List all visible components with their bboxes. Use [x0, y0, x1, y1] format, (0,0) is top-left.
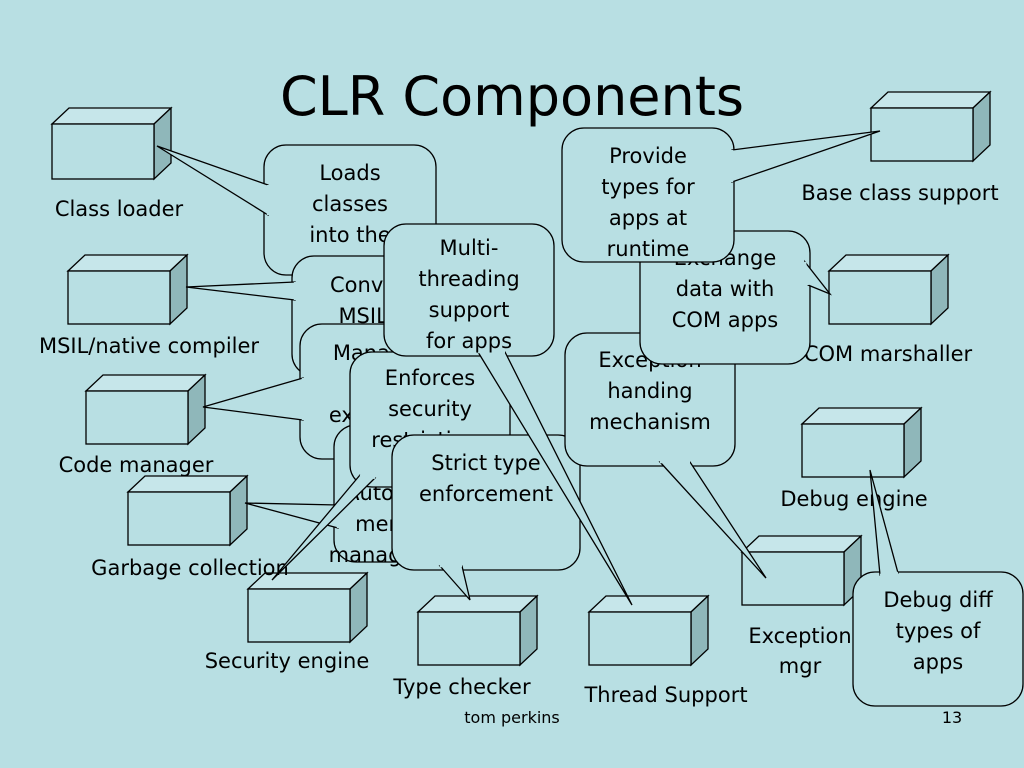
msil-compiler-label: MSIL/native compiler	[39, 334, 259, 358]
footer-author: tom perkins	[464, 708, 560, 727]
debug-engine-label: Debug engine	[780, 487, 927, 511]
type-checker-label: Type checker	[392, 675, 531, 699]
security-engine-label: Security engine	[205, 649, 370, 673]
com-marshaller-box	[827, 253, 950, 326]
code-manager-label: Code manager	[59, 453, 214, 477]
msil-compiler-box	[66, 253, 189, 326]
thread-support-box	[587, 594, 710, 667]
base-class-support-box	[869, 90, 992, 163]
security-engine-box	[246, 571, 369, 644]
class-loader-label: Class loader	[55, 197, 184, 221]
class-loader-box	[50, 106, 173, 181]
slide-title: CLR Components	[280, 65, 744, 128]
garbage-collection-box	[126, 474, 249, 547]
type-checker-box	[416, 594, 539, 667]
thread-support-label: Thread Support	[583, 683, 747, 707]
exception-mgr-box	[740, 534, 863, 607]
com-marshaller-label: COM marshaller	[804, 342, 973, 366]
component-boxes	[50, 90, 992, 667]
base-class-support-label: Base class support	[801, 181, 998, 205]
footer-page-number: 13	[942, 708, 962, 727]
garbage-collection-label: Garbage collection	[91, 556, 289, 580]
code-manager-box	[84, 373, 207, 446]
debug-engine-box	[800, 406, 923, 479]
